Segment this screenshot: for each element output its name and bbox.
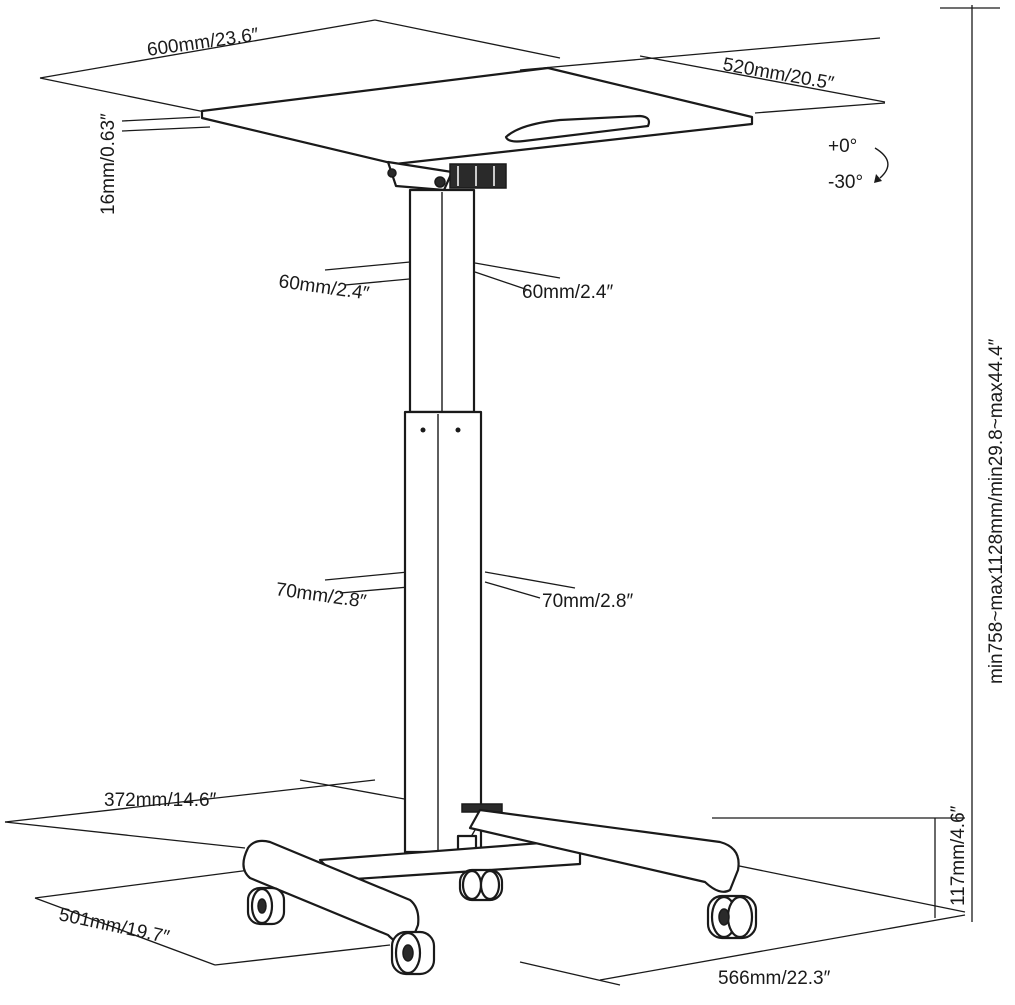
label-tilt-up: +0° bbox=[828, 136, 857, 157]
tilt-arrow-icon bbox=[874, 147, 889, 179]
label-upper-col-b: 60mm/2.4″ bbox=[522, 282, 613, 303]
label-tilt-down: -30° bbox=[828, 172, 863, 193]
label-height-range: min758~max1128mm/min29.8~max44.4″ bbox=[986, 338, 1007, 684]
label-lower-col-b: 70mm/2.8″ bbox=[542, 591, 633, 612]
label-top-thickness: 16mm/0.63″ bbox=[98, 113, 119, 215]
dimension-lines bbox=[4, 5, 1000, 986]
label-base-offset: 372mm/14.6″ bbox=[104, 790, 217, 811]
label-top-depth: 520mm/20.5″ bbox=[721, 54, 836, 94]
label-base-width: 566mm/22.3″ bbox=[718, 968, 831, 989]
base-right-leg bbox=[468, 808, 740, 893]
label-base-depth: 501mm/19.7″ bbox=[57, 904, 172, 948]
caster-front-left bbox=[390, 930, 436, 976]
lower-column bbox=[403, 410, 483, 854]
label-upper-col-a: 60mm/2.4″ bbox=[277, 271, 371, 305]
desktop-panel bbox=[200, 66, 754, 166]
label-lower-col-a: 70mm/2.8″ bbox=[274, 579, 368, 613]
pen-tray bbox=[504, 114, 651, 143]
label-base-height: 117mm/4.6″ bbox=[948, 805, 969, 906]
label-top-width: 600mm/23.6″ bbox=[146, 24, 260, 60]
caster-back-center bbox=[458, 868, 504, 902]
caster-back-left bbox=[246, 886, 286, 926]
lift-mechanism bbox=[449, 163, 507, 189]
caster-front-right bbox=[706, 894, 758, 940]
desk-illustration bbox=[200, 66, 889, 976]
